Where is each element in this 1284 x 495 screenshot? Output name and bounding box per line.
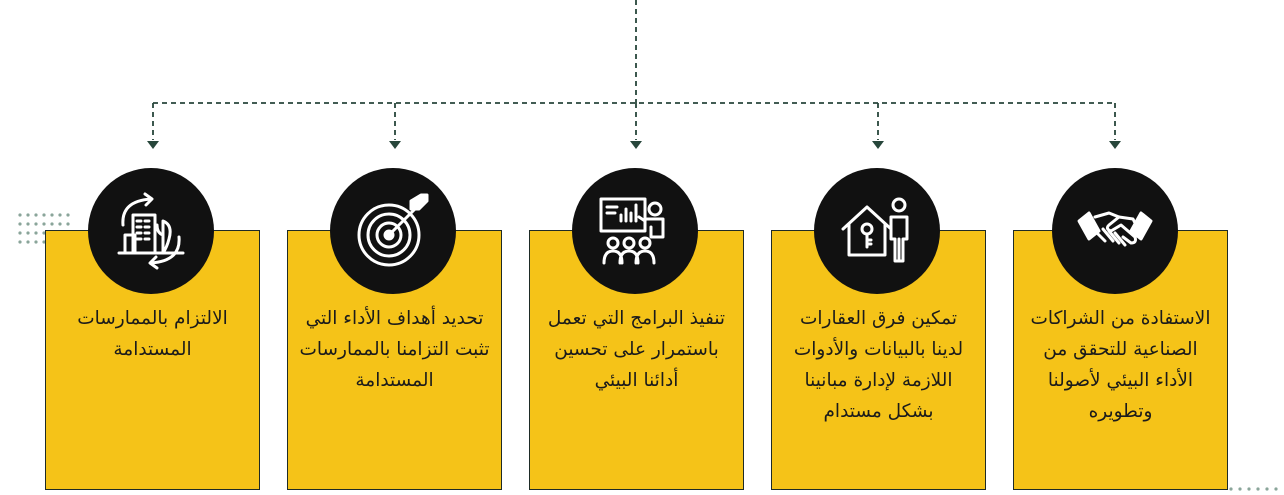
card-text: تمكين فرق العقارات لدينا بالبيانات والأد… bbox=[793, 308, 964, 422]
arrow-down-icon bbox=[1109, 141, 1121, 149]
handshake-icon bbox=[1077, 211, 1153, 247]
badge bbox=[572, 168, 698, 294]
badge bbox=[814, 168, 940, 294]
presentation-icon bbox=[599, 197, 665, 265]
card-text: تنفيذ البرامج التي تعمل باستمرار على تحس… bbox=[547, 308, 726, 391]
arrow-down-icon bbox=[389, 141, 401, 149]
badge bbox=[330, 168, 456, 294]
decorative-dots-bottom-right bbox=[1229, 487, 1278, 491]
card-text: تحديد أهداف الأداء التي تثبت التزامنا با… bbox=[299, 308, 490, 391]
badge bbox=[1052, 168, 1178, 294]
house-person-icon bbox=[841, 197, 909, 263]
arrow-down-icon bbox=[872, 141, 884, 149]
card-empower-teams: تمكين فرق العقارات لدينا بالبيانات والأد… bbox=[771, 230, 986, 490]
decorative-dots-top-left bbox=[18, 213, 70, 244]
card-text: الالتزام بالممارسات المستدامة bbox=[77, 308, 228, 360]
badge bbox=[88, 168, 214, 294]
arrow-down-icon bbox=[630, 141, 642, 149]
connector-lines bbox=[147, 0, 1121, 149]
sustainable-building-icon bbox=[117, 192, 185, 270]
arrow-down-icon bbox=[147, 141, 159, 149]
card-text: الاستفادة من الشراكات الصناعية للتحقق من… bbox=[1030, 308, 1211, 422]
target-icon bbox=[357, 193, 429, 267]
